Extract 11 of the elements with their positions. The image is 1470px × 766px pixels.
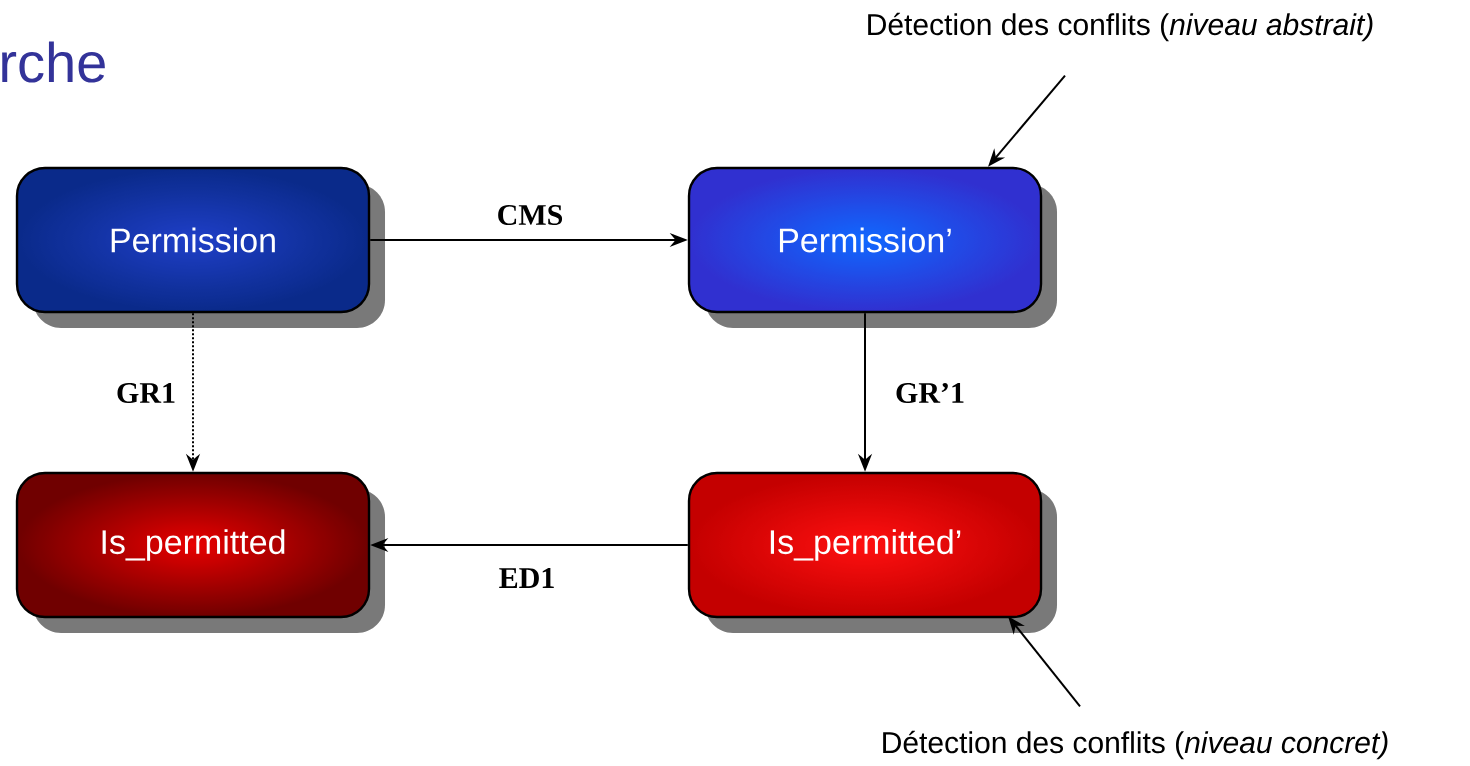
edge-label: GR’1: [893, 380, 967, 406]
edge-label: GR1: [114, 380, 178, 406]
annotation-text: Détection des conflits (niveau concret): [883, 730, 1388, 760]
process-box: Permission’: [687, 166, 1057, 328]
slide-title: rche: [2, 41, 105, 83]
edge-label: CMS: [494, 202, 566, 228]
annotation-text: Détection des conflits (niveau abstrait): [868, 12, 1373, 42]
process-box: Is_permitted: [15, 471, 385, 633]
edge-label: ED1: [496, 566, 558, 590]
process-box: Permission: [15, 166, 385, 328]
process-box: Is_permitted’: [687, 471, 1057, 633]
